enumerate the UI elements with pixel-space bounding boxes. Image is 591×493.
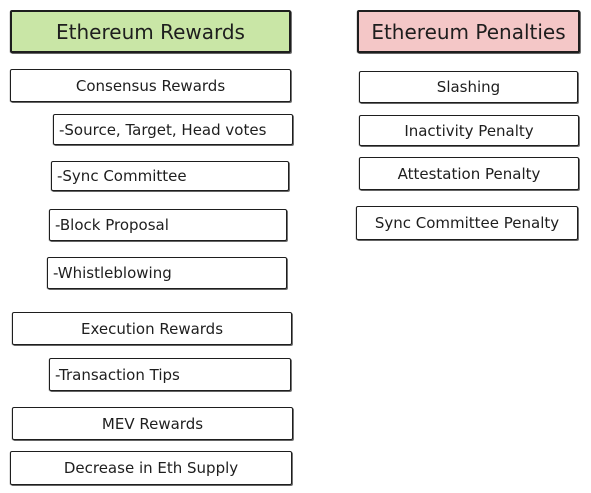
rewards-header: Ethereum Rewards	[10, 10, 291, 53]
sync-committee-penalty-box: Sync Committee Penalty	[356, 206, 578, 240]
inactivity-penalty-box: Inactivity Penalty	[359, 115, 579, 146]
mev-rewards-box: MEV Rewards	[12, 407, 293, 440]
source-target-head-votes-box: -Source, Target, Head votes	[53, 114, 293, 145]
slashing-box: Slashing	[359, 71, 578, 103]
transaction-tips-box: -Transaction Tips	[49, 358, 291, 391]
whistleblowing-box: -Whistleblowing	[47, 257, 287, 289]
sync-committee-box: -Sync Committee	[51, 161, 289, 191]
execution-rewards-box: Execution Rewards	[12, 312, 292, 345]
attestation-penalty-box: Attestation Penalty	[359, 157, 579, 190]
consensus-rewards-box: Consensus Rewards	[10, 69, 291, 102]
block-proposal-box: -Block Proposal	[49, 209, 287, 241]
decrease-eth-supply-box: Decrease in Eth Supply	[10, 451, 292, 485]
penalties-header: Ethereum Penalties	[357, 10, 580, 53]
